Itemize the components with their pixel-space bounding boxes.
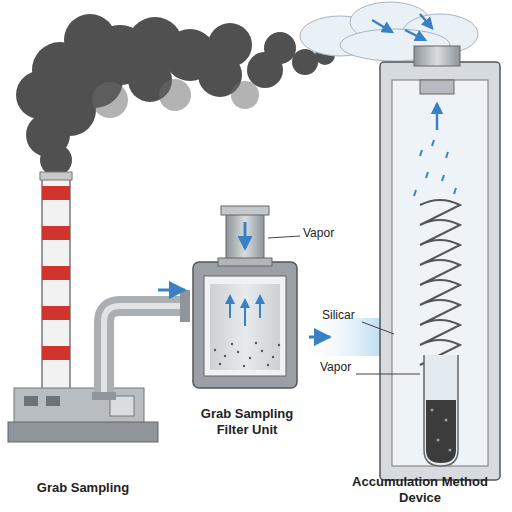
part-label: Vapor [303, 226, 334, 240]
pipe [104, 306, 190, 400]
plant-base [8, 388, 158, 442]
node-caption: Grab Sampling [8, 480, 158, 496]
flow-arrow [309, 336, 330, 339]
filter-unit-node: Grab Sampling Filter Unit [185, 200, 309, 438]
part-label: Vapor [320, 360, 351, 374]
node-caption: Accumulation Method Device [330, 474, 510, 506]
flow-band [300, 318, 382, 356]
accumulation-device [356, 46, 500, 480]
node-caption: Grab Sampling Filter Unit [185, 406, 309, 438]
smokestack [40, 172, 72, 390]
smokestack-node: Grab Sampling [8, 170, 158, 496]
accumulation-device-node: Accumulation Method Device [330, 40, 510, 506]
filter-unit [193, 206, 300, 388]
smoke [16, 14, 335, 176]
flow-arrow [158, 289, 185, 292]
part-label: Silicar [322, 308, 355, 322]
